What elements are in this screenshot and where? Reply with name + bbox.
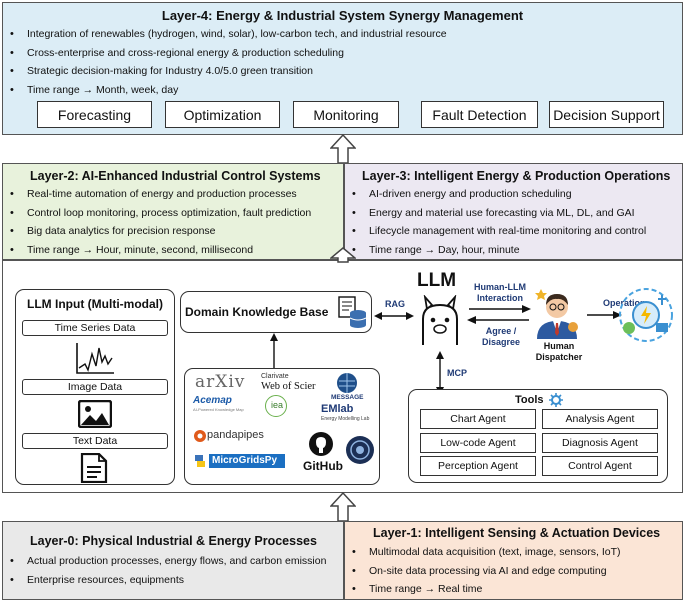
knowledge-sources-box: arXiv Clarivate Web of Scier MESSAGE Ace… — [184, 368, 380, 485]
function-box-forecasting: Forecasting — [37, 101, 152, 128]
layer1-title: Layer-1: Intelligent Sensing & Actuation… — [373, 526, 661, 540]
message-logo: MESSAGE — [331, 394, 364, 401]
layer4-panel: Layer-4: Energy & Industrial System Syne… — [2, 2, 683, 135]
pandapipes-logo: pandapipes — [207, 429, 264, 441]
emlab-logo: EMlab — [321, 403, 354, 415]
layer2-bullet: Real-time automation of energy and produ… — [5, 185, 311, 204]
layer0-bullets: Actual production processes, energy flow… — [5, 552, 326, 589]
layer1-panel: Layer-1: Intelligent Sensing & Actuation… — [344, 521, 683, 600]
layer1-bullet: On-site data processing via AI and edge … — [347, 562, 621, 581]
tool-analysis-agent: Analysis Agent — [542, 409, 658, 429]
layer4-bullet: Time range → Month, week, day — [5, 81, 447, 100]
input-image: Image Data — [22, 379, 168, 395]
rag-label: RAG — [385, 299, 405, 309]
microgridspy-logo: MicroGridsPy — [212, 455, 278, 466]
acemap-subtitle: AI-Powered Knowledge Map — [193, 407, 244, 412]
operation-arrow — [587, 311, 622, 319]
input-text: Text Data — [22, 433, 168, 449]
layer2-title: Layer-2: AI-Enhanced Industrial Control … — [30, 169, 321, 183]
tools-title: Tools — [515, 394, 544, 406]
llama-icon — [422, 295, 458, 345]
iea-ring-icon — [265, 395, 287, 417]
tool-low-code-agent: Low-code Agent — [420, 433, 536, 453]
rag-double-arrow — [374, 312, 414, 320]
layer1-bullets: Multimodal data acquisition (text, image… — [347, 543, 621, 599]
layer3-bullets: AI-driven energy and production scheduli… — [347, 185, 646, 259]
llm-core-panel: LLM Input (Multi-modal) Time Series Data… — [2, 260, 683, 493]
knowledge-base-title: Domain Knowledge Base — [185, 305, 329, 319]
input-time-series: Time Series Data — [22, 320, 168, 336]
tool-chart-agent: Chart Agent — [420, 409, 536, 429]
python-icon — [195, 455, 205, 467]
layer2-bullets: Real-time automation of energy and produ… — [5, 185, 311, 259]
layer4-bullets: Integration of renewables (hydrogen, win… — [5, 25, 447, 99]
github-logo: GitHub — [303, 459, 343, 473]
energy-system-icon — [619, 288, 673, 342]
layer4-bullet: Cross-enterprise and cross-regional ener… — [5, 44, 447, 63]
arxiv-logo: arXiv — [195, 372, 246, 392]
database-icon — [338, 296, 367, 328]
layer4-title: Layer-4: Energy & Industrial System Syne… — [161, 8, 524, 23]
layer3-title: Layer-3: Intelligent Energy & Production… — [362, 169, 671, 183]
function-box-optimization: Optimization — [165, 101, 280, 128]
layer1-bullet: Time range → Real time — [347, 580, 621, 599]
llm-input-title: LLM Input (Multi-modal) — [27, 297, 163, 311]
pandapipes-icon — [194, 430, 206, 442]
layer0-title: Layer-0: Physical Industrial & Energy Pr… — [30, 534, 317, 548]
llm-input-box: LLM Input (Multi-modal) Time Series Data… — [15, 289, 175, 485]
layer2-panel: Layer-2: AI-Enhanced Industrial Control … — [2, 163, 344, 260]
human-dispatcher-icon — [535, 289, 578, 339]
interaction-label: Human-LLM Interaction — [474, 282, 526, 303]
message-globe-icon — [337, 373, 357, 393]
up-arrow-icon — [330, 492, 356, 522]
layer2-bullet: Big data analytics for precision respons… — [5, 222, 311, 241]
function-box-fault-detection: Fault Detection — [421, 101, 538, 128]
tools-box: Tools Chart Agent Analysis Agent Low-cod… — [408, 389, 668, 483]
iea-logo: iea — [271, 400, 284, 410]
tool-perception-agent: Perception Agent — [420, 456, 536, 476]
operation-label: Operation — [603, 298, 646, 308]
microgridspy-badge: MicroGridsPy — [209, 454, 285, 468]
interaction-arrows — [467, 305, 531, 324]
human-dispatcher-label: Human Dispatcher — [535, 341, 583, 362]
acemap-logo: Acemap — [193, 395, 232, 406]
layer3-panel: Layer-3: Intelligent Energy & Production… — [344, 163, 683, 260]
layer0-bullet: Actual production processes, energy flow… — [5, 552, 326, 571]
github-octocat-icon — [309, 432, 333, 456]
up-arrow-icon — [330, 247, 356, 263]
layer0-panel: Layer-0: Physical Industrial & Energy Pr… — [2, 521, 344, 600]
function-box-monitoring: Monitoring — [293, 101, 399, 128]
line-chart-icon — [76, 343, 114, 374]
layer3-bullet: Time range → Day, hour, minute — [347, 241, 646, 260]
layer3-bullet: AI-driven energy and production scheduli… — [347, 185, 646, 204]
layer2-bullet: Control loop monitoring, process optimiz… — [5, 204, 311, 223]
image-icon — [78, 400, 112, 428]
layer4-bullet: Integration of renewables (hydrogen, win… — [5, 25, 447, 44]
emlab-subtitle: Energy Modelling Lab — [321, 416, 370, 422]
tool-control-agent: Control Agent — [542, 456, 658, 476]
tool-diagnosis-agent: Diagnosis Agent — [542, 433, 658, 453]
knowledge-base-box: Domain Knowledge Base — [180, 291, 372, 333]
layer2-bullet: Time range → Hour, minute, second, milli… — [5, 241, 311, 260]
sphere-logo-icon — [346, 436, 374, 464]
agree-disagree-label: Agree / Disagree — [481, 326, 521, 347]
layer3-bullet: Lifecycle management with real-time moni… — [347, 222, 646, 241]
mcp-label: MCP — [447, 368, 467, 378]
web-of-science-logo: Web of Scier — [261, 381, 316, 392]
arrow-up-to-kb — [270, 333, 278, 370]
layer1-bullet: Multimodal data acquisition (text, image… — [347, 543, 621, 562]
layer0-bullet: Enterprise resources, equipments — [5, 571, 326, 590]
clarivate-logo: Clarivate — [261, 373, 289, 380]
document-icon — [80, 453, 108, 483]
gear-icon — [549, 393, 563, 407]
llm-title: LLM — [417, 270, 457, 291]
up-arrow-icon — [330, 134, 356, 164]
layer4-bullet: Strategic decision-making for Industry 4… — [5, 62, 447, 81]
layer3-bullet: Energy and material use forecasting via … — [347, 204, 646, 223]
function-box-decision-support: Decision Support — [549, 101, 664, 128]
